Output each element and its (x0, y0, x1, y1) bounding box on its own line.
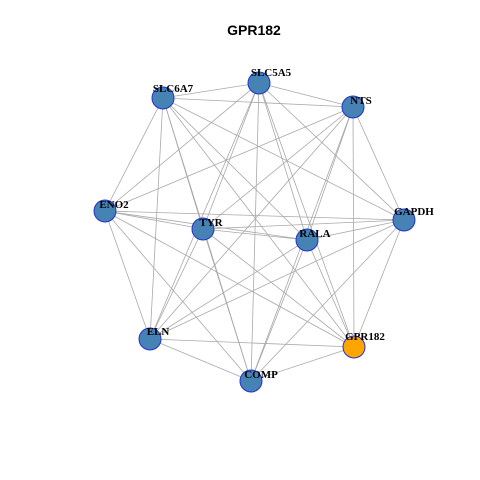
node-gapdh (392, 208, 416, 232)
edge-slc5a5-gapdh (258, 82, 405, 221)
edge-eln-gpr182 (149, 338, 355, 348)
edge-tyr-gpr182 (202, 228, 355, 348)
edge-rala-comp (250, 239, 308, 382)
node-comp (239, 369, 263, 393)
node-slc5a5 (247, 71, 271, 95)
edge-slc6a7-eno2 (104, 97, 164, 212)
edge-slc5a5-eno2 (104, 82, 260, 212)
node-tyr (191, 217, 215, 241)
edges-layer (104, 82, 405, 382)
edge-slc5a5-tyr (202, 82, 260, 230)
edge-slc6a7-gapdh (162, 97, 405, 221)
node-nts (341, 95, 365, 119)
node-rala (295, 228, 319, 252)
edge-eno2-eln (104, 210, 151, 340)
edge-nts-eln (149, 106, 354, 340)
edge-tyr-comp (202, 228, 252, 382)
node-label-rala: RALA (299, 228, 330, 240)
edge-gapdh-eln (149, 219, 405, 340)
node-eln (138, 327, 162, 351)
edge-rala-gapdh (306, 219, 405, 241)
edge-eno2-gapdh (104, 210, 405, 221)
edge-slc5a5-gpr182 (258, 82, 355, 348)
edge-nts-gpr182 (352, 106, 355, 348)
edge-slc6a7-gpr182 (162, 97, 355, 348)
edge-gapdh-comp (250, 219, 405, 382)
edge-tyr-rala (202, 228, 308, 241)
edge-eno2-gpr182 (104, 210, 355, 348)
node-label-slc6a7: SLC6A7 (153, 83, 194, 95)
node-label-slc5a5: SLC5A5 (251, 67, 292, 79)
edge-rala-gpr182 (306, 239, 355, 348)
edge-rala-eln (149, 239, 308, 340)
node-eno2 (93, 199, 117, 223)
edge-comp-gpr182 (250, 346, 355, 382)
edge-nts-tyr (202, 106, 354, 230)
edge-eln-comp (149, 338, 252, 382)
node-label-gpr182: GPR182 (345, 331, 385, 343)
edge-nts-eno2 (104, 106, 354, 212)
edge-eno2-tyr (104, 210, 204, 230)
edge-nts-rala (306, 106, 354, 241)
node-label-nts: NTS (350, 95, 371, 107)
edge-slc5a5-comp (250, 82, 260, 382)
edge-gapdh-gpr182 (353, 219, 405, 348)
node-gpr182 (342, 335, 366, 359)
edge-nts-gapdh (352, 106, 405, 221)
edge-slc5a5-nts (258, 82, 354, 108)
node-label-tyr: TYR (199, 217, 223, 229)
edge-tyr-gapdh (202, 219, 405, 230)
node-label-eno2: ENO2 (99, 199, 129, 211)
node-slc6a7 (151, 86, 175, 110)
edge-slc5a5-eln (149, 82, 260, 340)
edge-slc6a7-nts (162, 97, 354, 108)
graph-title: GPR182 (227, 22, 281, 38)
edge-slc5a5-slc6a7 (162, 82, 260, 99)
node-label-gapdh: GAPDH (394, 206, 434, 218)
edge-tyr-eln (149, 228, 204, 340)
node-label-comp: COMP (244, 369, 278, 381)
nodes-layer (93, 71, 416, 393)
node-label-eln: ELN (147, 326, 170, 338)
edge-slc5a5-rala (258, 82, 308, 241)
edge-eno2-comp (104, 210, 252, 382)
